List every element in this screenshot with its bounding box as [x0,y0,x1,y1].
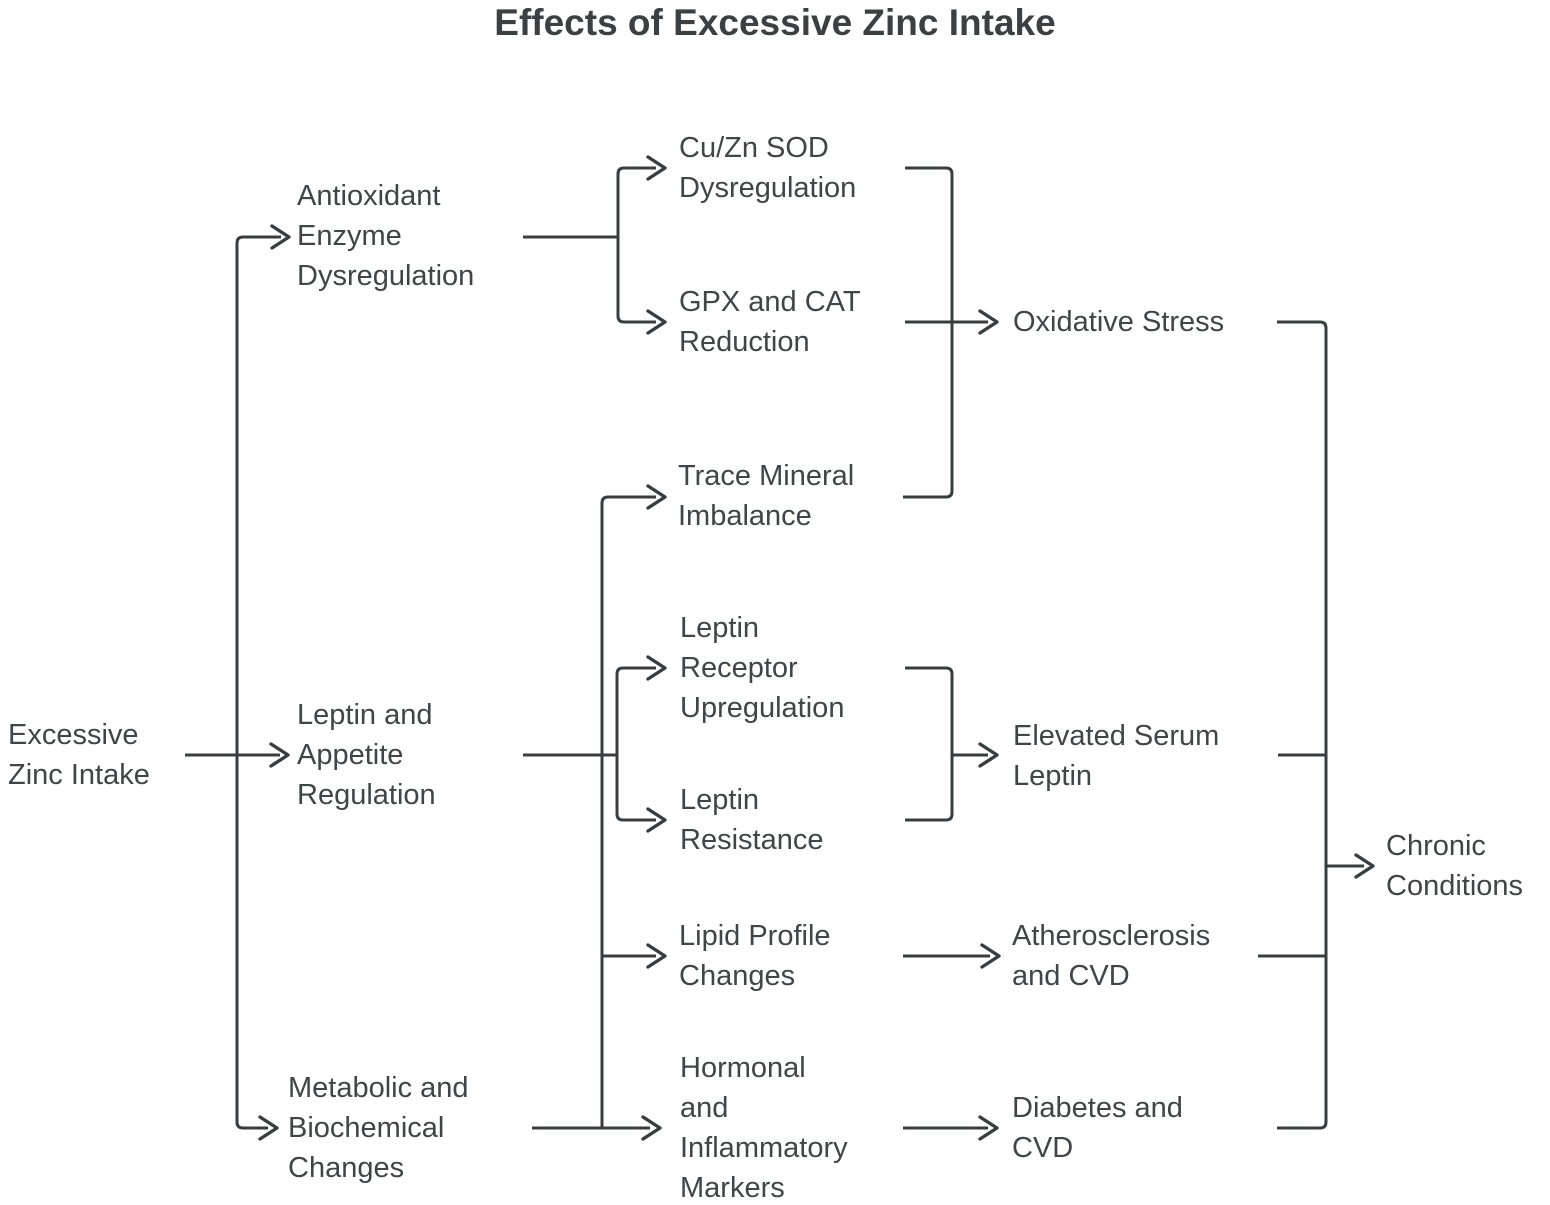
node-atherosclerosis-and-cvd: Atherosclerosis and CVD [1012,920,1211,992]
node-hormonal-and-inflammatory-markers: Hormonal and Inflammatory Markers [680,1052,848,1204]
node-metabolic-and-biochemical-changes: Metabolic and Biochemical Changes [288,1072,469,1184]
edge-metabolic-branches [532,484,667,1141]
diagram-title: Effects of Excessive Zinc Intake [494,2,1056,43]
edge-lipid-to-atherosclerosis [903,943,1001,969]
node-lipid-profile-changes: Lipid Profile Changes [679,920,831,992]
node-leptin-and-appetite-regulation: Leptin and Appetite Regulation [297,699,436,811]
edge-to-oxidative-stress [903,166,999,499]
edge-leptin-children [523,655,667,833]
node-oxidative-stress: Oxidative Stress [1013,306,1225,338]
node-antioxidant-enzyme-dysregulation: Antioxidant Enzyme Dysregulation [297,180,475,292]
node-gpx-and-cat-reduction: GPX and CAT Reduction [679,286,861,358]
node-diabetes-and-cvd: Diabetes and CVD [1012,1092,1183,1164]
edge-hormonal-to-diabetes [903,1115,999,1141]
node-leptin-resistance: Leptin Resistance [680,784,824,856]
edge-root-branches [185,224,291,1141]
node-excessive-zinc-intake: Excessive Zinc Intake [8,719,150,791]
node-elevated-serum-leptin: Elevated Serum Leptin [1013,720,1220,792]
edge-to-chronic-conditions [1258,320,1375,1130]
node-leptin-receptor-upregulation: Leptin Receptor Upregulation [680,612,845,724]
edge-antioxidant-children [523,155,667,335]
node-trace-mineral-imbalance: Trace Mineral Imbalance [678,460,855,532]
node-cu-zn-sod-dysregulation: Cu/Zn SOD Dysregulation [679,132,857,204]
node-chronic-conditions: Chronic Conditions [1386,830,1524,902]
edge-to-elevated-serum-leptin [905,666,999,822]
